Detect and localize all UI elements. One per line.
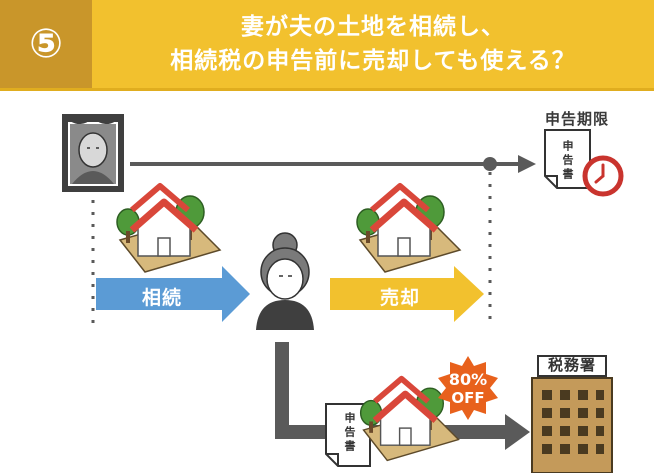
document-label-2: 申告書: [343, 412, 356, 454]
step-number-badge: ⑤: [0, 0, 92, 88]
declaration-document-icon: [544, 129, 591, 189]
document-label: 申告書: [561, 140, 574, 182]
tax-office-label: 税務署: [547, 356, 596, 374]
clock-icon: [582, 155, 624, 197]
house-land-icon: [117, 186, 220, 272]
timeline: [91, 155, 536, 330]
title-line-1: 妻が夫の土地を相続し、: [241, 14, 505, 40]
deadline-label: 申告期限: [545, 110, 610, 128]
sale-arrow: [330, 266, 484, 322]
declaration-document-icon-2: [325, 403, 371, 467]
discount-percent: 80%: [448, 370, 488, 389]
inherit-arrow: [96, 266, 250, 322]
header-divider: [0, 88, 654, 91]
house-land-icon: [357, 186, 460, 272]
sale-arrow-label: 売却: [380, 287, 421, 309]
husband-portrait-icon: [62, 114, 124, 192]
building-icon: [531, 355, 613, 473]
wife-icon: [256, 232, 314, 330]
title-line-2: 相続税の申告前に売却しても使える？: [170, 48, 576, 74]
starburst-badge-icon: [438, 356, 498, 420]
page-title: 妻が夫の土地を相続し、 相続税の申告前に売却しても使える？: [92, 0, 654, 88]
step-number: ⑤: [29, 21, 63, 67]
header-bar: [0, 0, 654, 88]
inherit-arrow-label: 相続: [142, 287, 183, 309]
discount-off: OFF: [451, 389, 485, 407]
